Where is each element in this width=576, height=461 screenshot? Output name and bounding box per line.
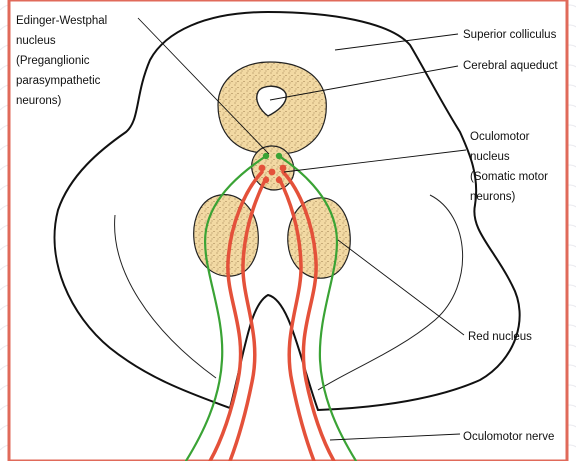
- red-nucleus-left: [194, 195, 259, 276]
- somatic-motor-dot: [269, 169, 276, 176]
- label-cerebral-aqueduct: Cerebral aqueduct: [463, 60, 558, 72]
- label-oculomotor-nerve: Oculomotor nerve: [463, 431, 554, 443]
- oculomotor-nucleus-complex: [252, 146, 294, 190]
- label-superior-colliculus: Superior colliculus: [463, 29, 557, 41]
- label-red-nucleus: Red nucleus: [468, 331, 532, 343]
